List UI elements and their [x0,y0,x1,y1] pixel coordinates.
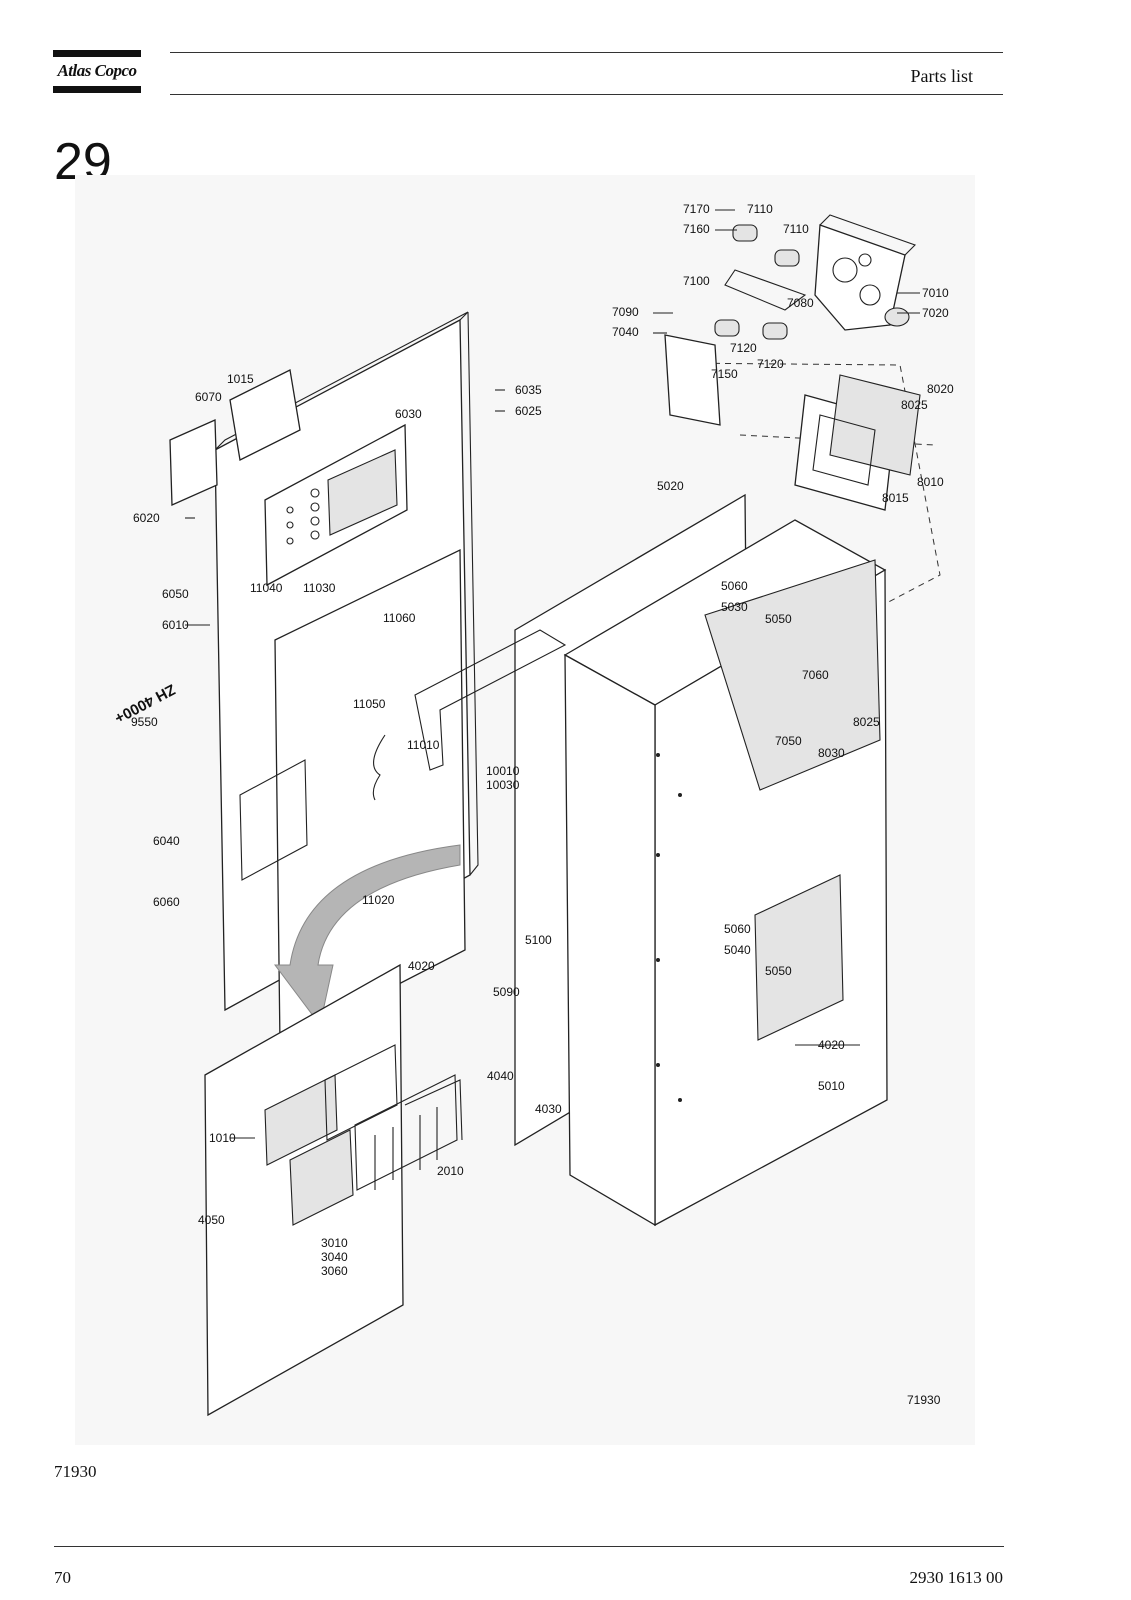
part-label: 8020 [927,382,954,396]
part-label: 1010 [209,1131,236,1145]
part-label: 5050 [765,612,792,626]
part-label: 8025 [901,398,928,412]
cable-clamps [714,224,807,340]
part-label: 11040 [250,581,283,595]
logo-bottom-bar [53,86,141,93]
part-label: 3010 [321,1236,348,1250]
part-label: 5090 [493,985,520,999]
part-label: 7020 [922,306,949,320]
atlas-copco-logo: Atlas Copco [53,50,141,94]
part-label: 11060 [383,611,416,625]
main-enclosure [563,519,888,1227]
part-label: 7050 [775,734,802,748]
part-label: 1015 [227,372,254,386]
part-label: 7090 [612,305,639,319]
part-label: 6025 [515,404,542,418]
logo-text: Atlas Copco [57,61,137,80]
part-label: 4050 [198,1213,225,1227]
part-label: 6035 [515,383,542,397]
part-label: 10010 [486,764,520,778]
part-label: 4020 [818,1038,845,1052]
part-label: 7150 [711,367,738,381]
drawing-code: 71930 [907,1393,941,1407]
part-label: 5030 [721,600,748,614]
part-label: 4040 [487,1069,514,1083]
exploded-view-figure: ZH 4000+ [75,175,975,1445]
part-label: 6020 [133,511,160,525]
cover-plate-with-gasket [794,374,921,511]
part-label: 3060 [321,1264,348,1278]
part-label: 6070 [195,390,222,404]
part-label: 5020 [657,479,684,493]
header-top-rule [170,52,1003,53]
part-label: 5040 [724,943,751,957]
part-label: 6050 [162,587,189,601]
part-label: 11030 [303,581,336,595]
part-label: 7010 [922,286,949,300]
part-label: 7170 [683,202,710,216]
figure-code: 71930 [54,1462,97,1481]
part-label: 8025 [853,715,880,729]
part-label: 6010 [162,618,189,632]
gland-plate [664,334,721,426]
part-label: 7120 [757,357,784,371]
part-label: 11020 [362,893,395,907]
part-label: 5010 [818,1079,845,1093]
page-number: 70 [54,1568,71,1587]
part-label: 7120 [730,341,757,355]
part-label: 7100 [683,274,710,288]
part-label: 5060 [724,922,751,936]
part-label: 7080 [787,296,814,310]
header-bottom-rule [170,94,1003,95]
label-plate [169,419,218,506]
part-label: 7160 [683,222,710,236]
part-label: 4020 [408,959,435,973]
junction-box [814,214,917,331]
part-label: 5100 [525,933,552,947]
door-seal-frame [229,369,301,461]
part-label: 4030 [535,1102,562,1116]
part-label: 6030 [395,407,422,421]
leader-lines [185,209,920,1139]
part-label: 5050 [765,964,792,978]
exploded-view-drawing: ZH 4000+ [111,202,954,1417]
part-label: 7110 [783,222,809,236]
mounting-plate [204,963,463,1417]
part-label: 7110 [747,202,773,216]
part-label: 10030 [486,778,520,792]
part-label: 7060 [802,668,829,682]
part-label: 6040 [153,834,180,848]
part-label: 5060 [721,579,748,593]
part-label: 6060 [153,895,180,909]
part-label: 7040 [612,325,639,339]
logo-top-bar [53,50,141,57]
part-label: 8015 [882,491,909,505]
footer-rule [54,1546,1004,1547]
part-label: 9550 [131,715,158,729]
part-label: 3040 [321,1250,348,1264]
part-label: 8030 [818,746,845,760]
part-label: 2010 [437,1164,464,1178]
part-label: 8010 [917,475,944,489]
document-number: 2930 1613 00 [909,1568,1004,1587]
part-label: 11050 [353,697,386,711]
part-label: 11010 [407,738,440,752]
page-title: Parts list [910,66,973,86]
